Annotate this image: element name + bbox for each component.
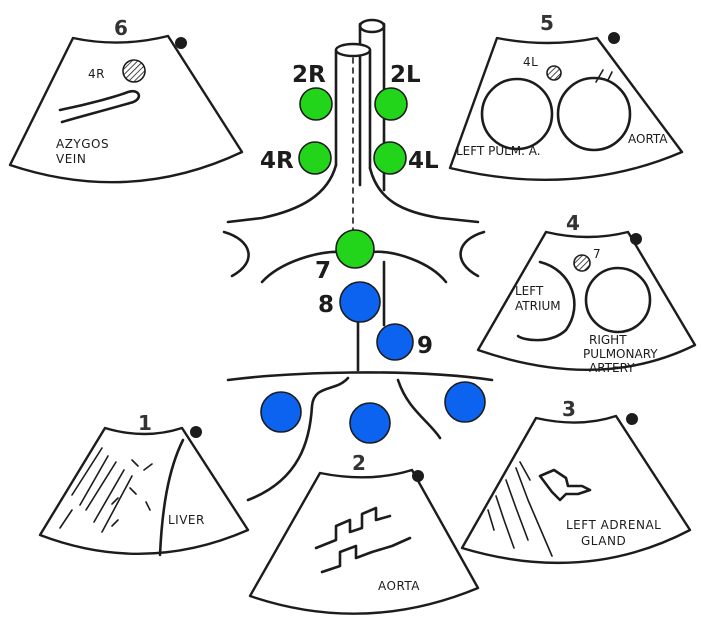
view-3-label-line1: LEFT ADRENAL <box>566 518 661 532</box>
trachea-top <box>334 42 372 58</box>
view-3: 3 LEFT ADRENAL GLAND <box>460 397 692 565</box>
view-6-number: 6 <box>114 16 128 40</box>
station-label-7: 7 <box>315 258 331 284</box>
view-1-label-liver: LIVER <box>168 513 205 527</box>
aorta-walls <box>314 506 412 574</box>
station-label-4R: 4R <box>260 148 294 174</box>
node-4L[interactable] <box>373 141 407 175</box>
node-lower-right[interactable] <box>444 381 486 423</box>
node-2L[interactable] <box>374 87 408 121</box>
probe-orientation-dot <box>626 413 638 425</box>
abdominal-curve-left <box>246 376 350 502</box>
view-3-number: 3 <box>562 397 576 421</box>
view-1-fan <box>38 426 250 556</box>
station-label-8: 8 <box>318 292 334 318</box>
view-4: 4 7 LEFT ATRIUM RIGHT PULMONARY ARTERY <box>476 211 697 375</box>
azygos-vein-shape <box>58 89 141 124</box>
view-5-number: 5 <box>540 11 554 35</box>
left-pulmonary-artery-circle <box>480 77 554 151</box>
probe-orientation-dot <box>608 32 620 44</box>
right-pulmonary-artery-circle <box>584 266 652 334</box>
probe-orientation-dot <box>190 426 202 438</box>
view-1-number: 1 <box>138 411 152 435</box>
abdominal-curve-right <box>396 378 442 440</box>
view-5-node-label: 4L <box>523 55 538 69</box>
view-4-label-left1: LEFT <box>515 284 544 298</box>
view-5-small-strokes <box>595 69 613 83</box>
view-4-node-7 <box>573 254 591 272</box>
left-hilum-arc <box>459 230 486 278</box>
left-main-bronchus <box>368 166 480 224</box>
station-label-4L: 4L <box>408 148 439 174</box>
carina-left <box>370 250 448 284</box>
node-lower-left[interactable] <box>260 391 302 433</box>
left-atrium-outline <box>516 260 576 342</box>
adrenal-gland-shape <box>538 468 592 502</box>
view-4-label-right3: ARTERY <box>589 361 635 375</box>
node-2R[interactable] <box>299 87 333 121</box>
view-2: 2 AORTA <box>248 451 480 615</box>
view-6-node-label: 4R <box>88 67 105 81</box>
view-2-fan <box>248 468 480 615</box>
trachea-outline <box>334 48 372 170</box>
view-1: 1 LIVER <box>38 411 250 557</box>
view-5-label-pulm: LEFT PULM. A. <box>456 144 541 158</box>
probe-orientation-dot <box>175 37 187 49</box>
view-5: 5 4L LEFT PULM. A. AORTA <box>448 11 684 182</box>
lymph-nodes <box>260 87 486 444</box>
esophagus-top <box>358 18 386 34</box>
liver-boundary <box>158 438 185 557</box>
view-4-label-right1: RIGHT <box>589 333 627 347</box>
view-6-fan <box>8 34 244 184</box>
right-hilum-arc <box>222 230 250 278</box>
view-4-label-right2: PULMONARY <box>583 347 658 361</box>
node-7[interactable] <box>335 229 375 269</box>
view-1-stripes <box>59 447 133 533</box>
view-2-label-aorta: AORTA <box>378 579 420 593</box>
station-label-9: 9 <box>417 333 433 359</box>
view-5-label-aorta: AORTA <box>628 132 668 146</box>
aorta-circle <box>556 76 632 152</box>
view-1-marks <box>111 459 153 527</box>
view-3-label-line2: GLAND <box>581 534 626 548</box>
node-8[interactable] <box>339 281 381 323</box>
view-4-number: 4 <box>566 211 580 235</box>
diaphragm-line <box>226 371 494 382</box>
carina-right <box>260 250 344 284</box>
view-5-fan <box>448 36 684 182</box>
view-6-label-line1: AZYGOS <box>56 137 109 151</box>
node-9[interactable] <box>376 323 414 361</box>
probe-orientation-dot <box>630 233 642 245</box>
station-label-2R: 2R <box>292 62 326 88</box>
central-anatomy <box>222 18 494 502</box>
view-6: 6 4R AZYGOS VEIN <box>8 16 244 184</box>
view-3-stripes <box>487 461 553 557</box>
station-label-2L: 2L <box>390 62 421 88</box>
node-lower-middle[interactable] <box>349 402 391 444</box>
view-4-label-left2: ATRIUM <box>515 299 561 313</box>
right-main-bronchus <box>226 163 338 224</box>
view-2-number: 2 <box>352 451 366 475</box>
view-3-fan <box>460 414 692 565</box>
node-4R[interactable] <box>298 141 332 175</box>
view-5-node-4L <box>546 65 562 81</box>
view-6-label-line2: VEIN <box>56 152 86 166</box>
view-6-node-4R <box>122 59 146 83</box>
probe-orientation-dot <box>412 470 424 482</box>
view-4-node-label: 7 <box>593 247 601 261</box>
